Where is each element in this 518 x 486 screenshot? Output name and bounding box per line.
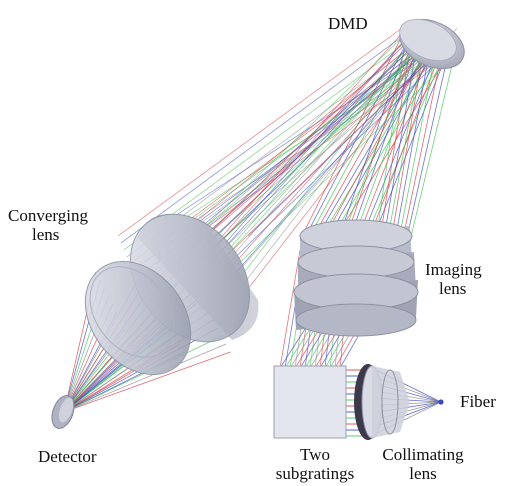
dmd-to-converging-ray [230, 47, 418, 258]
converging-to-detector-ray [63, 343, 227, 413]
dmd-to-converging-ray [201, 32, 428, 251]
imaging-to-dmd-ray [383, 49, 417, 241]
dmd-to-converging-ray [216, 57, 453, 286]
imaging-to-dmd-ray [303, 34, 411, 241]
fiber-tip [438, 399, 444, 405]
converging-lens-label-line-2: lens [32, 225, 60, 244]
two-subgratings-label-line-2: subgratings [275, 464, 355, 483]
converging-to-detector-ray [63, 351, 231, 413]
imaging-to-dmd-ray [406, 49, 450, 241]
imaging-lens-label-line-1: Imaging [425, 260, 482, 279]
dmd-to-converging-ray [117, 27, 403, 237]
dmd-label-text: DMD [328, 14, 368, 33]
dmd-to-converging-ray [175, 57, 443, 251]
subgratings-block [273, 365, 347, 439]
two-subgratings-label: Two subgratings [262, 445, 368, 483]
detector-label-text: Detector [38, 447, 97, 466]
dmd-to-converging-ray [248, 42, 448, 237]
detector [51, 395, 75, 429]
dmd-mirror [399, 18, 465, 70]
collimating-lens-label-line-1: Collimating [382, 445, 464, 464]
imaging-lens [293, 219, 419, 337]
dmd-to-converging-ray [204, 37, 433, 258]
converging-lens [84, 213, 259, 375]
imaging-lens-label-line-2: lens [439, 279, 467, 298]
imaging-to-dmd-ray [409, 54, 455, 241]
two-subgratings-label-line-1: Two [300, 445, 330, 464]
dmd-to-converging-ray [120, 32, 408, 244]
converging-lens-label: Converging lens [8, 206, 88, 244]
collimating-lens [354, 364, 410, 440]
dmd-to-converging-ray [225, 37, 408, 244]
imaging-to-dmd-ray [375, 39, 406, 241]
dmd-to-converging-ray [227, 42, 413, 251]
dmd-to-converging-ray [245, 37, 443, 293]
imaging-to-dmd-ray [337, 49, 406, 241]
collimating-lens-label: Collimating lens [368, 445, 478, 483]
imaging-to-dmd-ray [402, 44, 444, 241]
converging-to-detector-ray [63, 335, 223, 413]
grating-to-imaging-ray [279, 249, 301, 369]
dmd-to-converging-ray [239, 27, 433, 279]
detector-label: Detector [38, 447, 97, 466]
dmd-label: DMD [328, 14, 368, 33]
imaging-lens-label: Imaging lens [425, 260, 482, 298]
imaging-to-dmd-ray [387, 54, 422, 241]
fiber-label: Fiber [460, 392, 496, 411]
dmd-to-converging-ray [222, 32, 403, 237]
dmd-to-converging-ray [242, 32, 438, 286]
collimating-lens-label-line-2: lens [409, 464, 437, 483]
dmd-to-converging-ray [207, 42, 438, 265]
imaging-to-dmd-ray [398, 39, 439, 241]
dmd-to-converging-ray [198, 27, 423, 244]
fiber-label-text: Fiber [460, 392, 496, 411]
converging-lens-label-line-1: Converging [8, 206, 88, 225]
dmd-to-converging-ray [213, 52, 448, 279]
